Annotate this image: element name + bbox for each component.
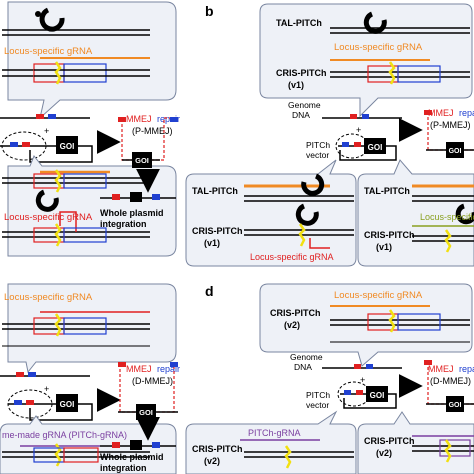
panel-b-cris-top-2: (v1)	[288, 80, 304, 90]
panel-c-bottom-callout	[0, 415, 177, 474]
panel-b-vector-1: PITCh	[306, 140, 330, 150]
cas9-icon	[35, 7, 65, 32]
panel-c-integration-goi	[130, 440, 142, 450]
panel-d-right-callout	[357, 411, 474, 474]
panel-d-cris-left-1: CRIS-PITCh	[192, 444, 243, 454]
repair-word: repair	[157, 114, 180, 124]
panel-b-left-callout	[185, 159, 357, 267]
panel-a-result-goi-label: GOI	[135, 156, 149, 165]
panel-d-vector-2: vector	[306, 400, 329, 410]
mmej-word: MMEJ	[428, 108, 454, 118]
panel-c-result-line1: Whole plasmid	[100, 452, 164, 462]
panel-b-cris-right-2: (v1)	[376, 242, 392, 252]
mmej-word: MMEJ	[126, 114, 152, 124]
panel-a: Locus-specific gRNA + GOI Locus-sp	[0, 1, 180, 257]
panel-b-tal-right: TAL-PITCh	[364, 186, 410, 196]
panel-a-result-line1: Whole plasmid	[100, 208, 164, 218]
panel-a-mmej-label: MMEJ repair	[126, 114, 180, 124]
panel-b: b TAL-PITCh Locus-specific gRNA CRIS-PIT…	[185, 3, 474, 267]
panel-d-goi-label: GOI	[370, 391, 385, 400]
panel-c-result-goi-label: GOI	[139, 408, 153, 417]
panel-b-cris-left-1: CRIS-PITCh	[192, 226, 243, 236]
panel-d-genome-2: DNA	[294, 362, 312, 372]
panel-d-cris-left-2: (v2)	[204, 456, 220, 466]
panel-a-goi-label: GOI	[60, 142, 75, 151]
panel-c-result-line2: integration	[100, 463, 147, 473]
repair-word: repair	[157, 364, 180, 374]
panel-c-top-grna: Locus-specific gRNA	[4, 292, 93, 303]
panel-b-mmej-label: MMEJ repair	[428, 108, 474, 118]
panel-d-result-goi-label: GOI	[449, 402, 462, 409]
panel-d-result-goi	[446, 396, 464, 412]
panel-b-vector-2: vector	[306, 150, 329, 160]
panel-d-vector-1: PITCh	[306, 390, 330, 400]
panel-b-cris-right-1: CRIS-PITCh	[364, 230, 415, 240]
panel-a-integration-goi	[130, 192, 142, 202]
panel-a-bottom-callout	[7, 155, 177, 257]
repair-word: repair	[459, 108, 474, 118]
cas9-icon	[363, 11, 387, 34]
mmej-word: MMEJ	[126, 364, 152, 374]
panel-d-cris-top-2: (v2)	[284, 320, 300, 330]
panel-d-pitch-grna-left: PITCh-gRNA	[248, 428, 301, 438]
panel-a-top-grna-label: Locus-specific gRNA	[4, 46, 93, 57]
panel-a-plus: +	[44, 126, 49, 136]
panel-b-genome-2: DNA	[292, 110, 310, 120]
panel-b-plus: +	[356, 125, 361, 135]
panel-b-goi-box	[364, 138, 386, 154]
panel-d-plus: +	[360, 375, 365, 385]
panel-c-plus: +	[44, 384, 49, 394]
panel-d-left-callout	[185, 410, 357, 474]
panel-a-result-goi	[132, 152, 152, 168]
panel-b-result-goi	[446, 142, 464, 158]
panel-a-mmej-sub: (P-MMEJ)	[132, 126, 173, 136]
panel-c: Locus-specific gRNA + GOI me-made gRNA (…	[0, 283, 180, 474]
panel-d-goi-box	[366, 386, 388, 402]
cas9-icon	[35, 189, 59, 212]
panel-c-goi-label: GOI	[60, 400, 75, 409]
panel-d-cris-top-1: CRIS-PITCh	[270, 308, 321, 318]
panel-d: d Locus-specific gRNA CRIS-PITCh (v2) Ge…	[185, 283, 474, 474]
cas9-icon	[295, 173, 325, 226]
panel-d-cris-right-1: CRIS-PITCh	[364, 436, 415, 446]
panel-c-mmej-sub: (D-MMEJ)	[132, 376, 173, 386]
panel-d-mmej-label: MMEJ repair	[428, 364, 474, 374]
panel-d-genome-1: Genome	[290, 352, 323, 362]
panel-b-cris-top-1: CRIS-PITCh	[276, 68, 327, 78]
panel-d-cris-right-2: (v2)	[376, 448, 392, 458]
panel-a-bottom-grna-label: Locus-specific gRNA	[4, 212, 93, 223]
panel-a-goi-box	[56, 136, 78, 154]
panel-c-bottom-grna: me-made gRNA (PITCh-gRNA)	[2, 430, 127, 440]
panel-b-genome-1: Genome	[288, 100, 321, 110]
panel-d-mmej-sub: (D-MMEJ)	[430, 376, 471, 386]
panel-b-result-goi-label: GOI	[449, 148, 462, 155]
panel-c-mmej-label: MMEJ repair	[126, 364, 180, 374]
panel-a-top-callout	[7, 1, 177, 120]
panel-b-grna-left: Locus-specific gRNA	[250, 252, 334, 262]
panel-d-letter: d	[205, 283, 214, 299]
panel-c-top-callout	[7, 283, 177, 374]
panel-c-goi-box	[56, 394, 78, 412]
panel-b-grna-top: Locus-specific gRNA	[334, 42, 423, 53]
panel-b-grna-right: Locus-specific	[420, 212, 474, 222]
repair-word: repair	[459, 364, 474, 374]
panel-b-tal-top: TAL-PITCh	[276, 18, 322, 28]
panel-b-tal-left: TAL-PITCh	[192, 186, 238, 196]
panel-c-result-goi	[136, 404, 156, 420]
panel-a-result-line2: integration	[100, 219, 147, 229]
mmej-word: MMEJ	[428, 364, 454, 374]
panel-b-letter: b	[205, 3, 214, 19]
panel-b-cris-left-2: (v1)	[204, 238, 220, 248]
panel-d-grna-top: Locus-specific gRNA	[334, 290, 423, 301]
panel-b-goi-label: GOI	[368, 143, 383, 152]
panel-b-mmej-sub: (P-MMEJ)	[430, 120, 471, 130]
